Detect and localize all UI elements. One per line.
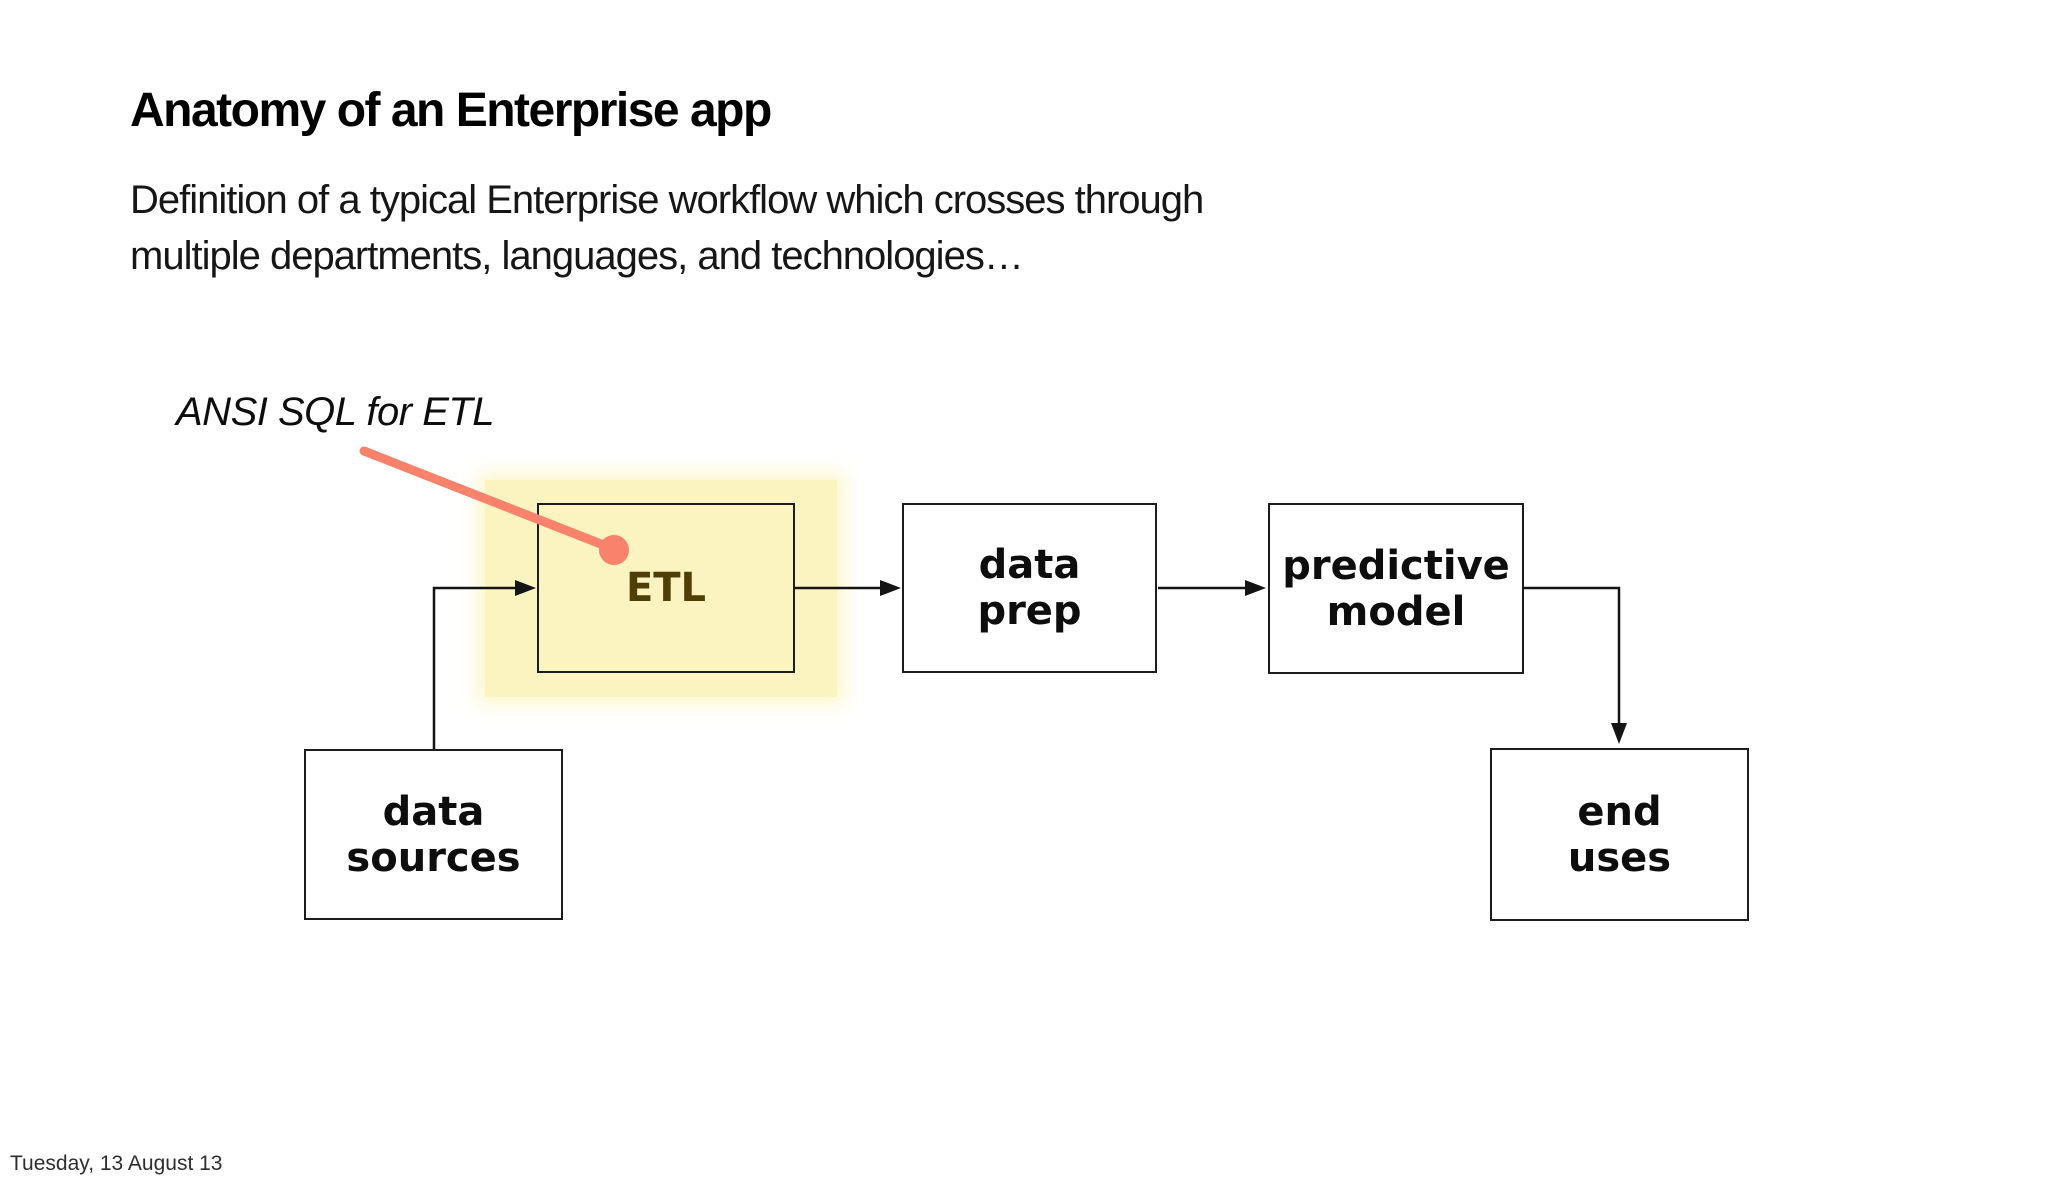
node-data-prep-label-line1: data: [978, 542, 1081, 588]
node-end-uses-label-line2: uses: [1567, 834, 1672, 881]
subtitle-line-1: Definition of a typical Enterprise workf…: [130, 178, 1204, 222]
node-predictive-model-label-line1: predictive: [1282, 542, 1510, 589]
subtitle-line-2: multiple departments, languages, and tec…: [130, 234, 1024, 278]
node-data-sources-label-line2: sources: [346, 834, 521, 881]
arrowhead-predictive-model-to-end-uses: [1611, 723, 1627, 744]
node-etl-label: ETL: [625, 565, 707, 611]
slide-subtitle: Definition of a typical Enterprise workf…: [130, 172, 1204, 284]
node-end-uses-label-line1: end: [1577, 788, 1662, 835]
arrowhead-etl-to-data-prep: [880, 580, 901, 596]
node-etl: ETL: [537, 503, 795, 673]
node-predictive-model: predictive model: [1268, 503, 1524, 674]
slide-title: Anatomy of an Enterprise app: [130, 84, 772, 137]
arrow-predictive-model-to-end-uses: [1524, 586, 1621, 725]
date-stamp: Tuesday, 13 August 13: [10, 1152, 223, 1175]
annotation-ansi-sql-label: ANSI SQL for ETL: [176, 390, 495, 434]
node-data-prep: data prep: [902, 503, 1157, 673]
node-end-uses: end uses: [1490, 748, 1749, 921]
arrowhead-data-prep-to-predictive-model: [1245, 580, 1266, 596]
node-data-sources-label-line1: data: [382, 788, 485, 835]
node-data-prep-label-line2: prep: [977, 588, 1082, 634]
node-predictive-model-label-line2: model: [1326, 588, 1466, 635]
node-data-sources: data sources: [304, 749, 563, 920]
